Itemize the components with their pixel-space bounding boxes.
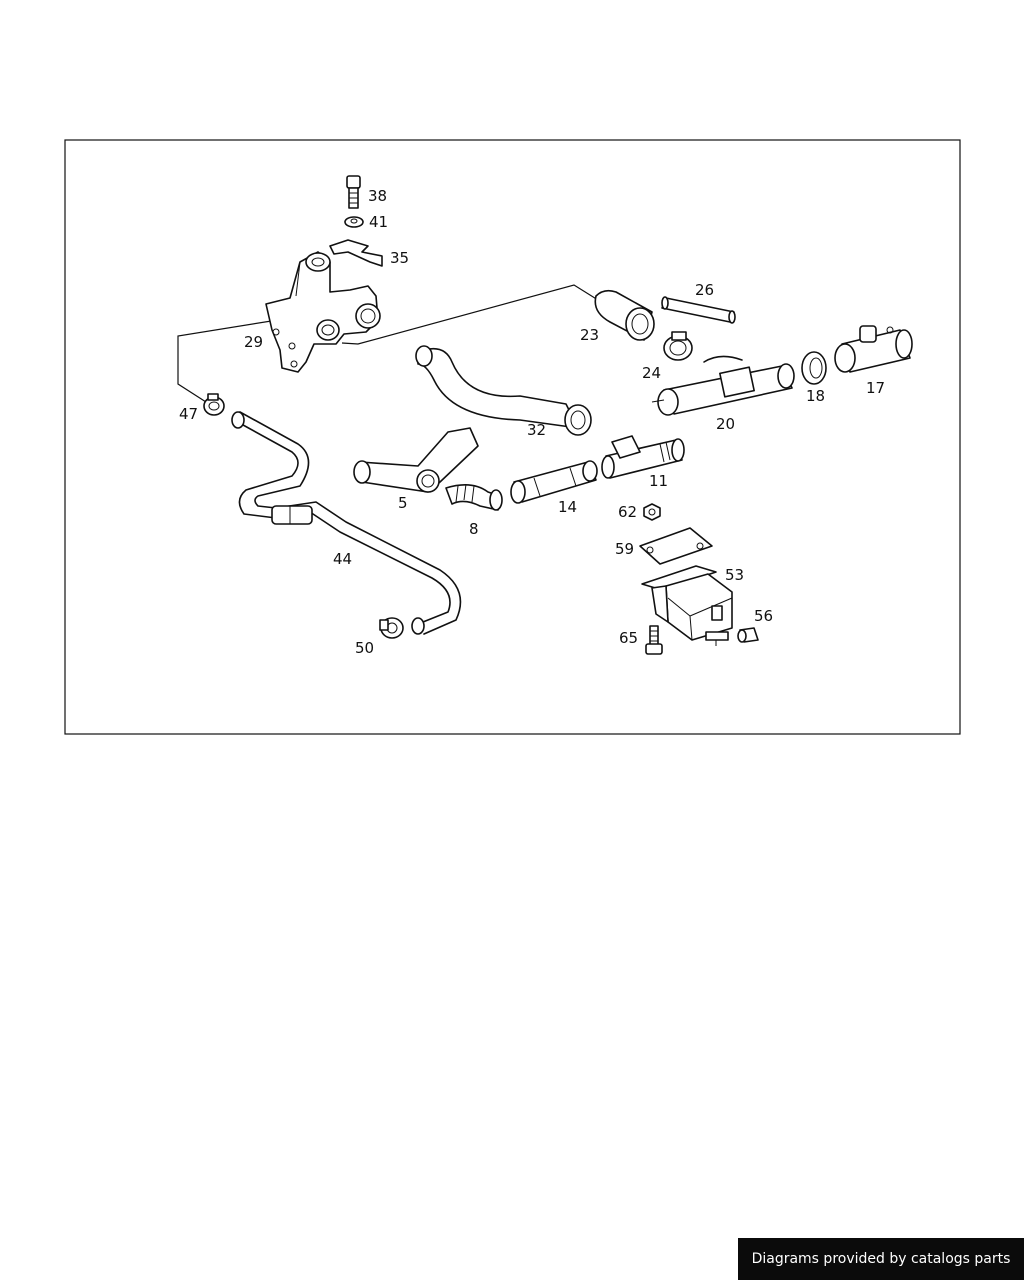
part-11-connector-fitting[interactable]	[601, 435, 685, 479]
diagram-credit-banner: Diagrams provided by catalogs parts	[738, 1238, 1024, 1280]
part-35-clip[interactable]	[329, 239, 383, 267]
part-5-hose-branch[interactable]	[353, 427, 479, 493]
callout-24: 24	[642, 364, 661, 382]
part-65-bolt[interactable]	[645, 625, 663, 655]
callout-26: 26	[695, 281, 714, 299]
part-23-hose-stub[interactable]	[594, 289, 655, 341]
callout-23: 23	[580, 326, 599, 344]
callout-20: 20	[716, 415, 735, 433]
callout-41: 41	[369, 213, 388, 231]
part-59-bracket[interactable]	[639, 527, 713, 565]
callout-32: 32	[527, 421, 546, 439]
callout-14: 14	[558, 498, 577, 516]
callout-53: 53	[725, 566, 744, 584]
part-20-water-pump[interactable]	[651, 355, 795, 416]
callout-62: 62	[618, 503, 637, 521]
part-38-bolt[interactable]	[346, 175, 361, 209]
part-26-small-hose[interactable]	[661, 296, 736, 324]
part-8-elbow-hose[interactable]	[445, 483, 503, 511]
credit-text: Diagrams provided by catalogs parts	[751, 1251, 1011, 1267]
part-53-switchover-valve[interactable]	[641, 565, 733, 646]
part-32-hose[interactable]	[415, 345, 592, 436]
callout-50: 50	[355, 639, 374, 657]
part-14-straight-hose[interactable]	[510, 460, 598, 504]
leader-line-top	[341, 284, 599, 345]
callout-47: 47	[179, 405, 198, 423]
part-47-hose-clamp[interactable]	[203, 393, 225, 416]
part-18-hose-clamp[interactable]	[801, 351, 827, 385]
part-41-washer[interactable]	[344, 216, 364, 228]
callout-11: 11	[649, 472, 668, 490]
callout-8: 8	[469, 520, 479, 538]
part-24-hose-clamp[interactable]	[663, 331, 693, 361]
leader-line-left	[177, 317, 291, 403]
callout-17: 17	[866, 379, 885, 397]
callout-65: 65	[619, 629, 638, 647]
callout-56: 56	[754, 607, 773, 625]
callout-29: 29	[244, 333, 263, 351]
callout-35: 35	[390, 249, 409, 267]
callout-18: 18	[806, 387, 825, 405]
part-50-hose-clamp[interactable]	[379, 617, 404, 639]
callout-59: 59	[615, 540, 634, 558]
callout-5: 5	[398, 494, 408, 512]
diagram-frame	[64, 139, 961, 735]
callout-38: 38	[368, 187, 387, 205]
part-17-t-fitting[interactable]	[834, 325, 913, 373]
callout-44: 44	[333, 550, 352, 568]
part-62-nut[interactable]	[643, 503, 661, 521]
part-29-thermostat-housing[interactable]	[265, 251, 381, 373]
part-44-long-hose[interactable]	[231, 411, 462, 635]
part-56-cap[interactable]	[737, 627, 759, 643]
